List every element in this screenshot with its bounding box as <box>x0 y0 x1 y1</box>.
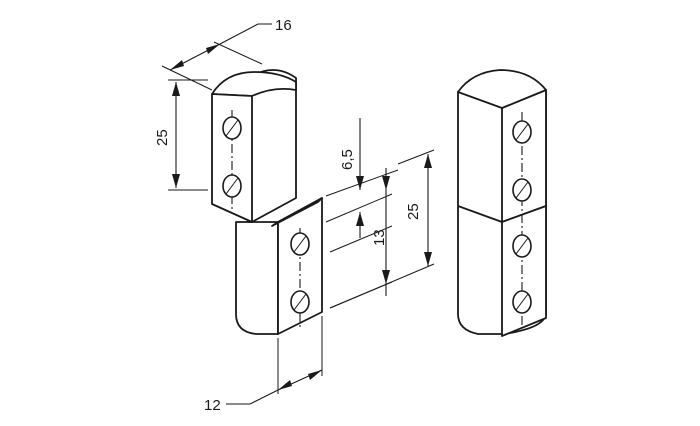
assembled-hinge-holes <box>512 112 532 326</box>
dimension-hole-offset: 6,5 <box>325 118 399 238</box>
lower-leaf-holes <box>290 228 310 330</box>
dimension-height-bottom: 25 <box>329 149 435 309</box>
dim-label-25-top: 25 <box>154 129 171 146</box>
dimension-height-top: 25 <box>154 79 208 191</box>
dim-label-12: 12 <box>204 397 221 414</box>
dim-label-16: 16 <box>275 17 292 34</box>
upper-leaf-holes <box>222 110 242 212</box>
dimension-width-top: 16 <box>161 17 292 91</box>
dimension-hole-spacing: 13 <box>329 168 393 309</box>
dim-label-13: 13 <box>371 229 388 246</box>
lower-knuckle-body <box>235 221 279 335</box>
dim-label-6-5: 6,5 <box>339 149 356 170</box>
lower-leaf-block <box>271 197 323 335</box>
assembled-hinge <box>457 69 547 337</box>
dimension-width-bottom: 12 <box>204 316 323 414</box>
dim-label-25-bottom: 25 <box>405 203 422 220</box>
upper-knuckle-body <box>211 69 297 223</box>
